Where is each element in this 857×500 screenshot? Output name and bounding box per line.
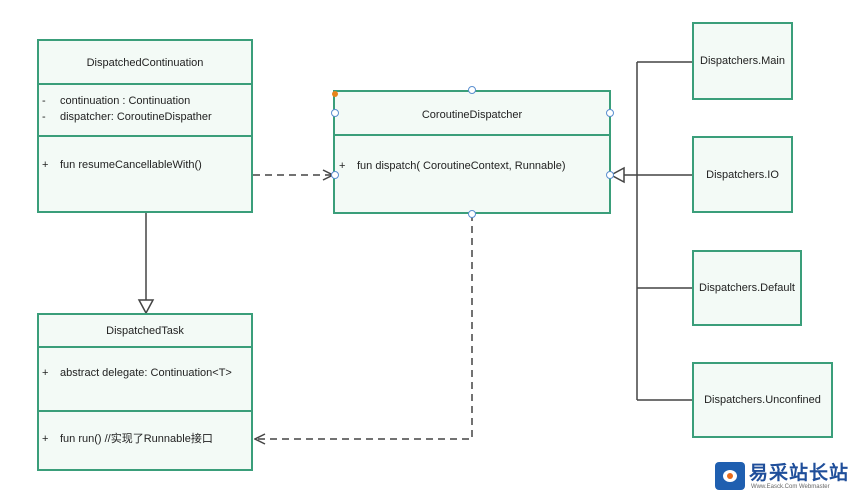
field-row: -continuation : Continuation xyxy=(42,95,191,107)
dispatcher-name: Dispatchers.IO xyxy=(706,168,779,181)
inheritance-triangle-task xyxy=(137,299,155,315)
handle-bottom xyxy=(468,210,476,218)
methods-section: +fun dispatch( CoroutineContext, Runnabl… xyxy=(335,134,609,212)
field-row: +abstract delegate: Continuation<T> xyxy=(42,367,232,379)
methods-section: +fun run() //实现了Runnable接口 xyxy=(39,410,251,469)
watermark-logo: 易采站长站 Www.Easck.Com Webmaster xyxy=(715,456,853,496)
watermark-text: 易采站长站 xyxy=(749,462,850,484)
watermark-subtext: Www.Easck.Com Webmaster xyxy=(751,484,830,490)
fields-section: -continuation : Continuation -dispatcher… xyxy=(39,83,251,135)
inheritance-triangle-dispatcher xyxy=(609,166,625,184)
method-row: +fun resumeCancellableWith() xyxy=(42,159,202,171)
dispatcher-name: Dispatchers.Default xyxy=(699,282,795,294)
dispatched-continuation-class[interactable]: DispatchedContinuation -continuation : C… xyxy=(37,39,253,213)
handle-right-top xyxy=(606,109,614,117)
method-row: +fun run() //实现了Runnable接口 xyxy=(42,433,213,445)
dispatchers-unconfined-box[interactable]: Dispatchers.Unconfined xyxy=(692,362,833,438)
field-row: -dispatcher: CoroutineDispather xyxy=(42,111,212,123)
dispatcher-name: Dispatchers.Main xyxy=(700,55,785,67)
handle-left-mid xyxy=(331,171,339,179)
method-row: +fun dispatch( CoroutineContext, Runnabl… xyxy=(339,160,566,172)
handle-right-mid xyxy=(606,171,614,179)
dispatchers-main-box[interactable]: Dispatchers.Main xyxy=(692,22,793,100)
dispatchers-default-box[interactable]: Dispatchers.Default xyxy=(692,250,802,326)
class-name: CoroutineDispatcher xyxy=(421,109,523,121)
dependency-line-to-task xyxy=(255,214,473,439)
handle-left-top xyxy=(331,109,339,117)
handle-corner xyxy=(332,91,338,97)
class-name: DispatchedTask xyxy=(106,325,184,337)
dispatcher-name: Dispatchers.Unconfined xyxy=(704,394,821,406)
dispatchers-io-box[interactable]: Dispatchers.IO xyxy=(692,136,793,213)
methods-section: +fun resumeCancellableWith() xyxy=(39,135,251,211)
watermark-icon xyxy=(715,462,745,490)
dispatched-task-class[interactable]: DispatchedTask +abstract delegate: Conti… xyxy=(37,313,253,471)
class-name: DispatchedContinuation xyxy=(86,57,204,69)
fields-section: +abstract delegate: Continuation<T> xyxy=(39,346,251,410)
handle-top xyxy=(468,86,476,94)
